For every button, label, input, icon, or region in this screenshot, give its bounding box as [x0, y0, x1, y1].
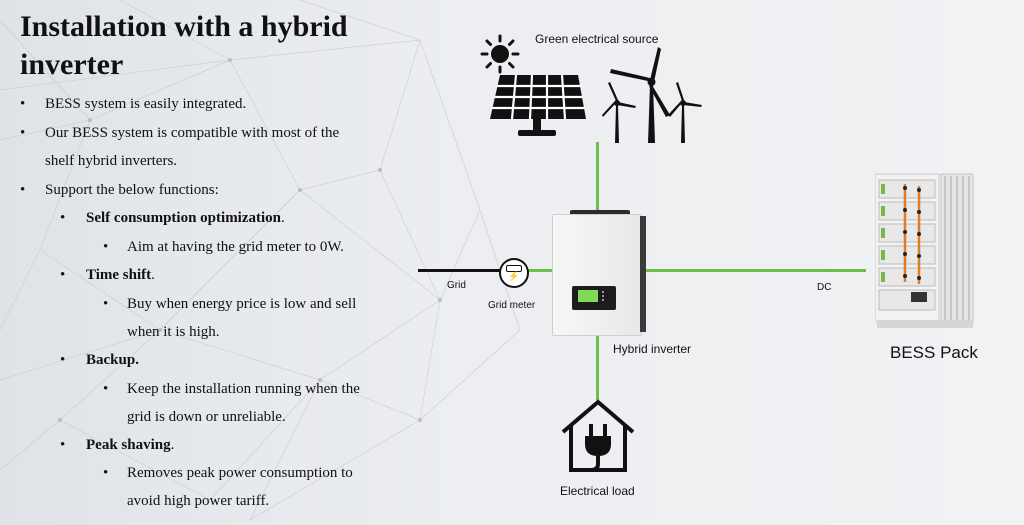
meter-to-inverter-line: [526, 269, 552, 272]
function-item: Peak shaving.: [86, 437, 174, 454]
inverter-buttons: [602, 291, 612, 301]
inverter-body: [552, 214, 642, 336]
source-to-inverter-line: [596, 142, 599, 214]
function-name: Backup.: [86, 352, 139, 368]
inverter-display-panel: [572, 286, 616, 310]
function-detail: grid is down or unreliable.: [127, 409, 286, 425]
grid-line: [418, 269, 500, 272]
detail-bullet-dot: •: [103, 465, 109, 481]
slide-title: Installation with a hybrid inverter: [20, 10, 348, 81]
function-detail: when it is high.: [127, 324, 220, 340]
function-suffix: .: [170, 437, 175, 453]
sun-icon: [480, 34, 520, 74]
green-source-label: Green electrical source: [535, 32, 659, 46]
dc-label: DC: [817, 282, 832, 293]
detail-bullet-dot: •: [103, 239, 109, 255]
function-suffix: .: [151, 267, 155, 283]
sub-bullet-dot: •: [60, 210, 66, 226]
inverter-top-cap: [570, 210, 630, 216]
bullet-text: Support the below functions:: [45, 182, 219, 198]
bullet-dot: •: [20, 182, 26, 198]
inverter-to-bess-line: [646, 269, 866, 272]
grid-label: Grid: [447, 280, 466, 291]
hybrid-inverter-device: [552, 210, 646, 336]
grid-meter-label: Grid meter: [488, 300, 536, 311]
function-item: Self consumption optimization.: [86, 210, 285, 227]
detail-bullet-dot: •: [103, 381, 109, 397]
sub-bullet-dot: •: [60, 437, 66, 453]
function-detail: Buy when energy price is low and sell: [127, 296, 357, 312]
bess-pack-device: [875, 173, 974, 328]
grid-meter-icon: ⚡: [499, 258, 529, 288]
function-name: Self consumption optimization: [86, 210, 282, 226]
function-item: Backup.: [86, 352, 139, 369]
sub-bullet-dot: •: [60, 267, 66, 283]
detail-bullet-dot: •: [103, 296, 109, 312]
hybrid-inverter-label: Hybrid inverter: [613, 342, 692, 356]
function-detail: Keep the installation running when the: [127, 381, 360, 397]
inverter-lcd: [578, 290, 598, 302]
electrical-load-label: Electrical load: [560, 484, 635, 498]
function-detail: avoid high power tariff.: [127, 493, 270, 509]
bullet-dot: •: [20, 96, 26, 112]
bullet-text: Our BESS system is compatible with most …: [45, 125, 340, 141]
inverter-side-panel: [640, 216, 646, 332]
house-plug-icon: [561, 399, 635, 472]
bullet-text-continued: shelf hybrid inverters.: [45, 153, 178, 169]
function-item: Time shift.: [86, 267, 155, 284]
function-detail: Removes peak power consumption to: [127, 465, 353, 481]
inverter-to-load-line: [596, 334, 599, 400]
sub-bullet-dot: •: [60, 352, 66, 368]
function-name: Peak shaving: [86, 437, 171, 453]
meter-display: [506, 265, 522, 272]
solar-panel-icon: [490, 74, 586, 136]
function-suffix: .: [281, 210, 285, 226]
bullet-dot: •: [20, 125, 26, 141]
bullet-text: BESS system is easily integrated.: [45, 96, 247, 112]
wind-turbines-icon: [602, 47, 702, 143]
function-detail: Aim at having the grid meter to 0W.: [127, 239, 344, 255]
meter-bolt-symbol: ⚡: [508, 271, 520, 281]
bess-pack-label: BESS Pack: [890, 343, 978, 362]
function-name: Time shift: [86, 267, 152, 283]
